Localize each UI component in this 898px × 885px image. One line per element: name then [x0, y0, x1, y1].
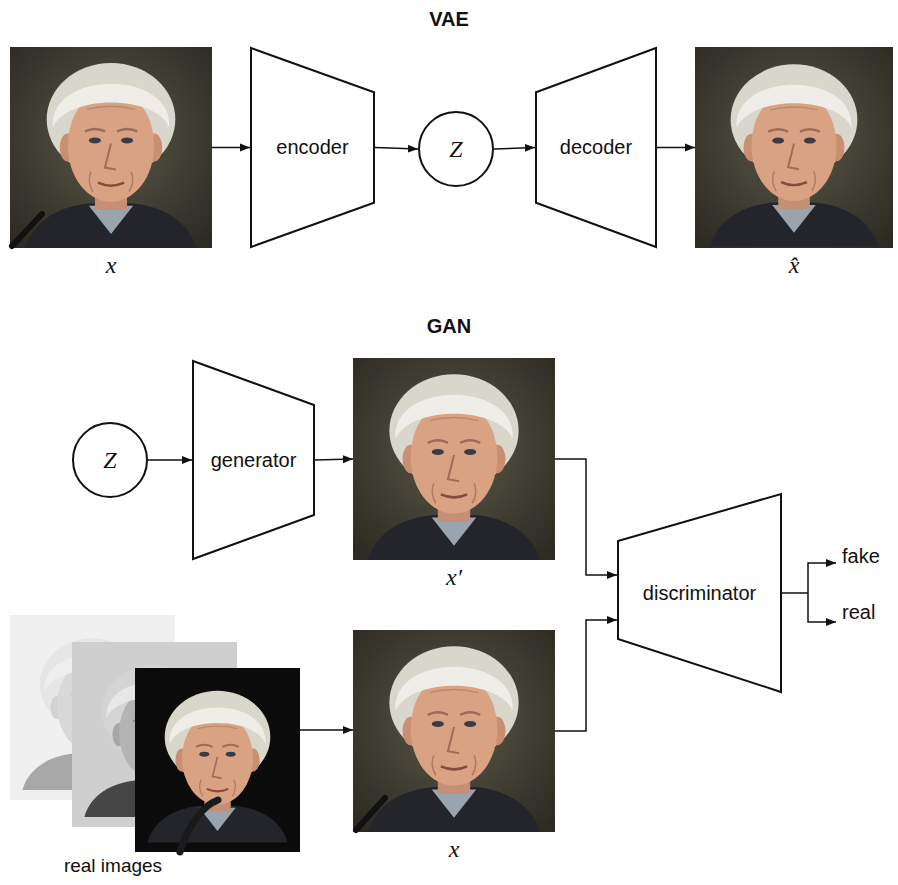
real-image: x	[353, 630, 555, 832]
latent-circle: Z	[418, 111, 494, 187]
flow-arrow	[555, 459, 617, 575]
portrait-photo	[353, 630, 555, 832]
image-caption: x	[449, 836, 460, 862]
output-label-holder: real	[842, 601, 875, 624]
block-label: decoder	[560, 136, 632, 159]
section-title-holder: GAN	[427, 315, 471, 338]
decoder-block: decoder	[535, 47, 657, 248]
section-title: GAN	[427, 315, 471, 337]
image-caption: real images	[64, 856, 162, 877]
flow-arrow	[315, 459, 353, 460]
section-title: VAE	[429, 8, 469, 30]
reconstructed-image: x̂	[695, 47, 893, 248]
flow-arrow	[300, 729, 353, 731]
flow-arrow	[212, 147, 250, 149]
latent-circle: Z	[72, 422, 148, 498]
encoder-block: encoder	[250, 47, 375, 248]
block-label: Z	[449, 136, 462, 163]
flow-arrow	[555, 620, 617, 731]
image-caption: x′	[446, 564, 462, 590]
real-image-stack: real images	[10, 615, 300, 852]
output-label: fake	[842, 545, 880, 567]
block-label: discriminator	[643, 582, 756, 605]
discriminator-block: discriminator	[617, 493, 782, 693]
flow-arrow	[494, 148, 535, 150]
image-stack	[10, 615, 300, 852]
block-label: generator	[211, 449, 297, 472]
block-label: Z	[103, 447, 116, 474]
output-split	[782, 563, 836, 622]
flow-arrow	[657, 147, 695, 149]
portrait-photo	[695, 47, 893, 248]
flow-arrow	[148, 459, 192, 461]
generated-image: x′	[353, 358, 555, 560]
flow-arrow	[375, 148, 418, 150]
section-title-holder: VAE	[429, 8, 469, 31]
output-label: real	[842, 601, 875, 623]
generator-block: generator	[192, 360, 315, 560]
portrait-photo	[10, 47, 212, 248]
output-label-holder: fake	[842, 545, 880, 568]
portrait-photo	[353, 358, 555, 560]
input-image: x	[10, 47, 212, 248]
block-label: encoder	[276, 136, 348, 159]
image-caption: x	[106, 252, 117, 278]
image-caption: x̂	[789, 252, 800, 278]
